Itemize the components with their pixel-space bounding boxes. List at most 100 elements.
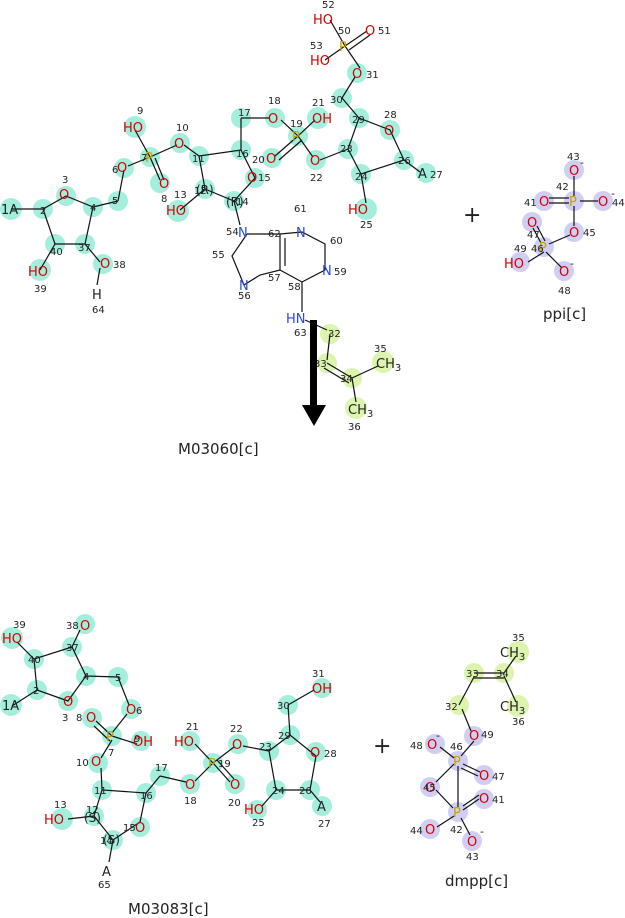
svg-text:O: O <box>469 729 479 744</box>
atom-N54: N <box>238 226 248 241</box>
atom-HO39: HO <box>28 265 48 280</box>
svg-text:10: 10 <box>176 123 189 134</box>
svg-text:31: 31 <box>312 669 325 680</box>
svg-text:13: 13 <box>54 800 67 811</box>
svg-text:P: P <box>569 195 577 210</box>
svg-text:28: 28 <box>324 749 337 760</box>
svg-text:39: 39 <box>34 284 47 295</box>
atom-A1: 1A <box>1 203 18 218</box>
svg-text:27: 27 <box>430 170 443 181</box>
svg-text:6: 6 <box>136 706 142 717</box>
svg-text:59: 59 <box>334 267 347 278</box>
svg-text:2: 2 <box>40 206 46 217</box>
svg-text:37: 37 <box>78 243 91 254</box>
svg-text:26: 26 <box>398 156 411 167</box>
svg-text:60: 60 <box>330 236 343 247</box>
atom-N59: N <box>322 264 332 279</box>
svg-text:O: O <box>539 195 549 210</box>
svg-text:HO: HO <box>44 813 64 828</box>
atom-CH3-35: CH3 <box>376 357 401 374</box>
atom-O3: O <box>59 188 69 203</box>
svg-text:17: 17 <box>238 108 251 119</box>
svg-text:17: 17 <box>155 763 168 774</box>
svg-text:44: 44 <box>410 826 423 837</box>
svg-text:O: O <box>86 711 96 726</box>
svg-text:38: 38 <box>66 621 79 632</box>
svg-text:45: 45 <box>423 783 436 794</box>
atom-O18: O <box>268 112 278 127</box>
svg-text:12: 12 <box>194 186 207 197</box>
svg-text:2: 2 <box>33 686 39 697</box>
ppi-atoms: O- P O- O O P O HO O- <box>504 156 615 280</box>
svg-text:23: 23 <box>340 144 353 155</box>
svg-text:41: 41 <box>492 795 505 806</box>
svg-text:65: 65 <box>98 880 111 891</box>
svg-text:O: O <box>126 703 136 718</box>
svg-text:O: O <box>569 226 579 241</box>
svg-text:64: 64 <box>92 305 105 316</box>
svg-text:22: 22 <box>230 724 243 735</box>
svg-text:P: P <box>453 806 461 821</box>
stereo-labels-bottom: (S) (S) <box>84 811 120 847</box>
svg-text:A: A <box>102 865 111 880</box>
svg-text:9: 9 <box>137 106 143 117</box>
svg-text:P: P <box>208 757 216 772</box>
svg-text:50: 50 <box>338 26 351 37</box>
atom-HO52: HO <box>313 13 333 28</box>
svg-text:46: 46 <box>531 244 544 255</box>
molecule-name-m03083: M03083[c] <box>128 900 209 918</box>
svg-text:O: O <box>135 821 145 836</box>
atom-HO9: HO <box>123 121 143 136</box>
svg-text:40: 40 <box>28 655 41 666</box>
atom-O38: O <box>100 257 110 272</box>
svg-text:19: 19 <box>218 759 231 770</box>
svg-text:23: 23 <box>259 742 272 753</box>
svg-text:55: 55 <box>212 250 225 261</box>
svg-text:O: O <box>427 738 437 753</box>
svg-text:32: 32 <box>328 329 341 340</box>
svg-text:11: 11 <box>94 786 107 797</box>
svg-text:4: 4 <box>90 203 96 214</box>
svg-text:49: 49 <box>514 244 527 255</box>
svg-text:63: 63 <box>294 328 307 339</box>
svg-text:56: 56 <box>238 291 251 302</box>
svg-text:8: 8 <box>161 194 167 205</box>
svg-text:24: 24 <box>272 786 285 797</box>
svg-text:O: O <box>527 216 537 231</box>
svg-text:14: 14 <box>100 836 113 847</box>
svg-text:O: O <box>230 778 240 793</box>
atom-HO13: HO <box>166 204 186 219</box>
svg-text:45: 45 <box>583 228 596 239</box>
svg-text:-: - <box>580 156 584 169</box>
svg-text:30: 30 <box>277 701 290 712</box>
svg-text:52: 52 <box>322 0 335 11</box>
atom-O22: O <box>310 154 320 169</box>
atom-H64: H <box>92 288 102 303</box>
bonds-top-reactant <box>11 19 421 403</box>
svg-text:5: 5 <box>115 673 121 684</box>
atom-CH3-36: CH3 <box>348 403 373 420</box>
svg-text:O: O <box>425 823 435 838</box>
svg-text:54: 54 <box>226 227 239 238</box>
svg-text:HO: HO <box>244 803 264 818</box>
svg-text:21: 21 <box>186 722 199 733</box>
svg-text:10: 10 <box>76 758 89 769</box>
svg-text:6: 6 <box>112 165 118 176</box>
plus-sign-top: + <box>463 203 481 228</box>
svg-text:13: 13 <box>174 190 187 201</box>
molecule-name-ppi: ppi[c] <box>543 305 587 323</box>
svg-text:O: O <box>185 778 195 793</box>
atom-O8: O <box>159 177 169 192</box>
atom-O51: O <box>365 24 375 39</box>
svg-text:33: 33 <box>466 669 479 680</box>
svg-text:7: 7 <box>141 153 147 164</box>
svg-text:5: 5 <box>112 196 118 207</box>
svg-text:25: 25 <box>360 220 373 231</box>
svg-text:HO: HO <box>174 735 194 750</box>
svg-text:O: O <box>63 695 73 710</box>
svg-text:34: 34 <box>496 669 509 680</box>
atom-O20: O <box>266 152 276 167</box>
atom-P19: P <box>292 130 300 145</box>
svg-text:(S): (S) <box>84 811 101 825</box>
svg-text:19: 19 <box>290 119 303 130</box>
